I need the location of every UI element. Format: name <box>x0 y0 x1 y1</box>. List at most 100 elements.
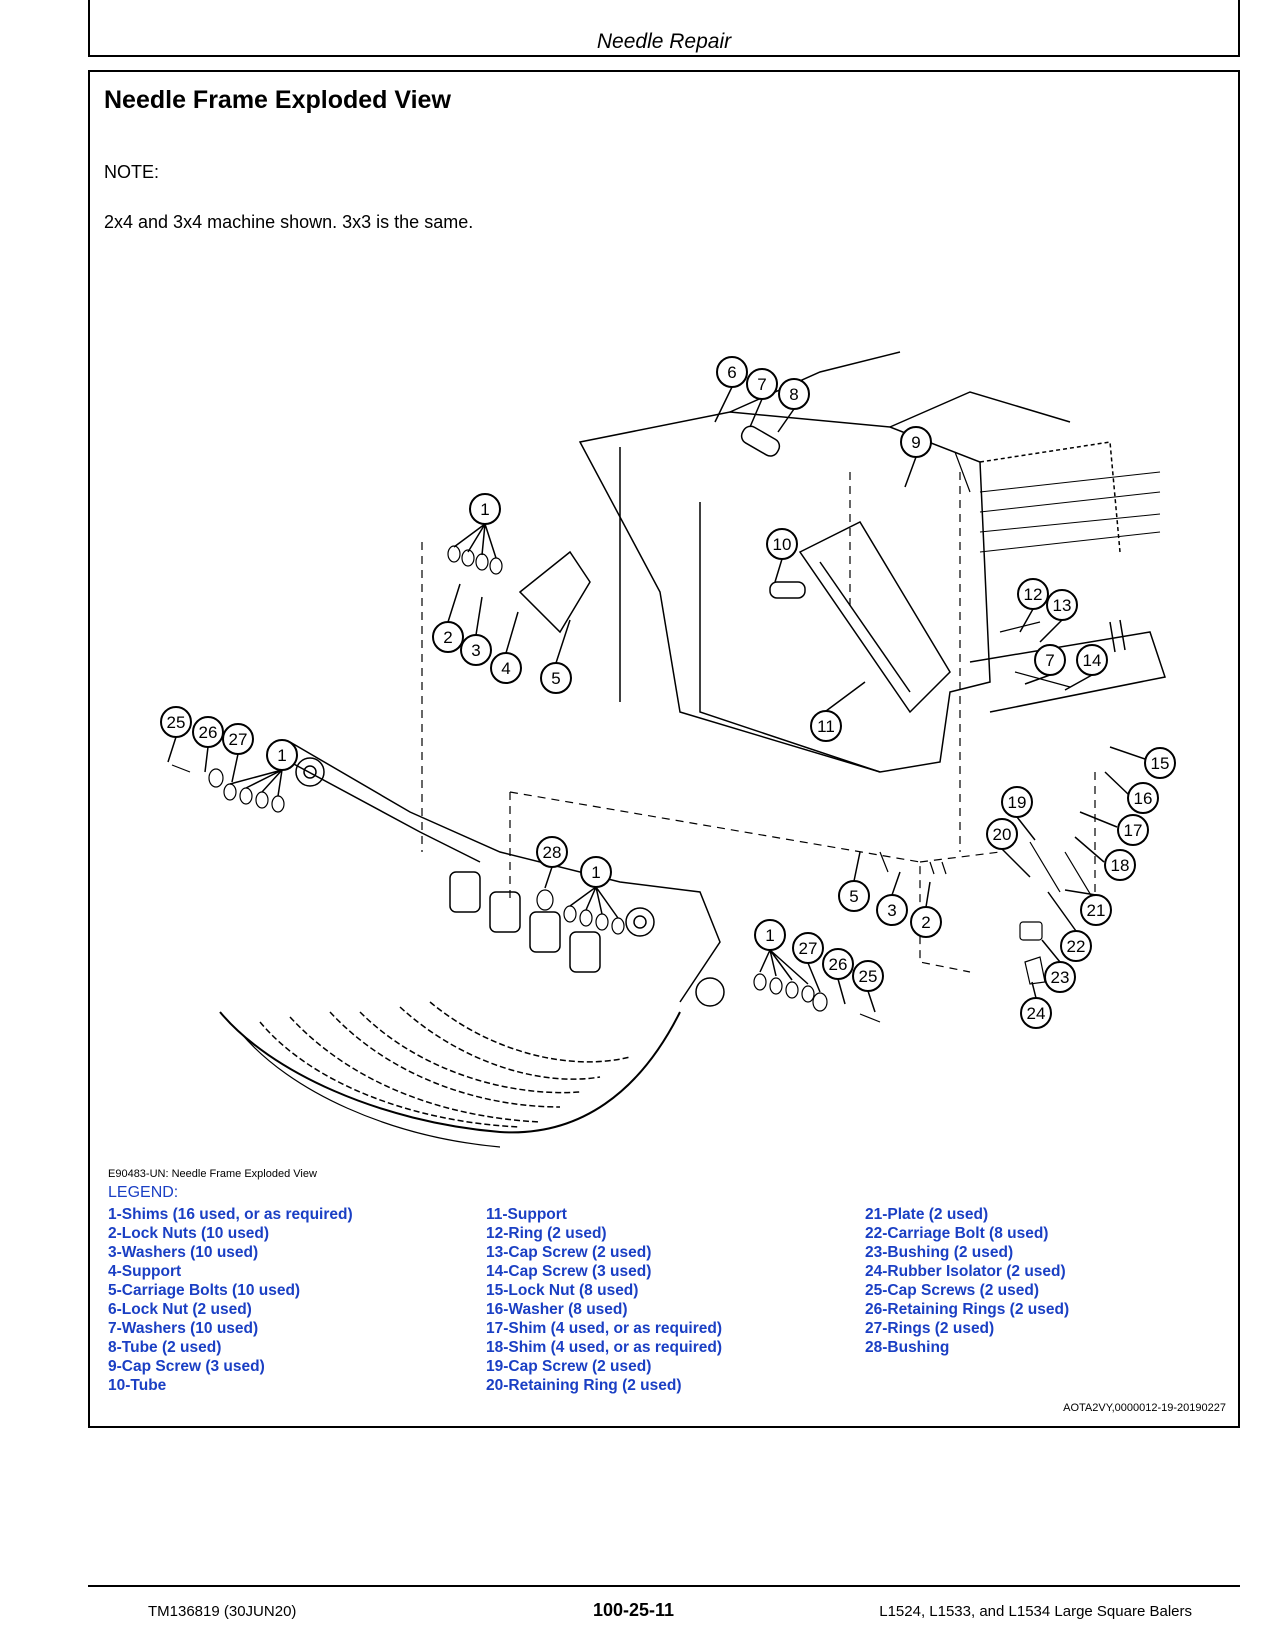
svg-text:17: 17 <box>1124 821 1143 840</box>
footer-doc-id: TM136819 (30JUN20) <box>148 1603 297 1620</box>
svg-text:22: 22 <box>1067 937 1086 956</box>
callout-19: 19 <box>1001 786 1033 818</box>
header-title: Needle Repair <box>596 30 732 53</box>
callout-27: 27 <box>222 723 254 755</box>
svg-text:9: 9 <box>911 433 920 452</box>
figure-caption: E90483-UN: Needle Frame Exploded View <box>108 1168 317 1180</box>
callout-22: 22 <box>1060 930 1092 962</box>
support-bracket <box>518 550 591 634</box>
svg-text:1: 1 <box>480 500 489 519</box>
legend-item: 19-Cap Screw (2 used) <box>486 1358 652 1375</box>
legend-item: 17-Shim (4 used, or as required) <box>486 1320 723 1337</box>
callout-16: 16 <box>1127 782 1159 814</box>
svg-text:27: 27 <box>799 939 818 958</box>
svg-text:24: 24 <box>1027 1004 1046 1023</box>
needle-shaft <box>289 741 721 1003</box>
legend-item: 23-Bushing (2 used) <box>865 1244 1014 1261</box>
callout-3: 3 <box>460 634 492 666</box>
svg-text:8: 8 <box>789 385 798 404</box>
legend-item: 12-Ring (2 used) <box>486 1225 607 1242</box>
callout-9: 9 <box>900 426 932 458</box>
svg-text:1: 1 <box>765 926 774 945</box>
note-label: NOTE: <box>104 162 160 182</box>
legend-item: 25-Cap Screws (2 used) <box>865 1282 1040 1299</box>
svg-text:3: 3 <box>887 901 896 920</box>
page-header: Needle Repair <box>88 0 1240 57</box>
legend-item: 9-Cap Screw (3 used) <box>108 1358 265 1375</box>
callout-1b: 1 <box>266 739 298 771</box>
legend-item: 21-Plate (2 used) <box>865 1206 989 1223</box>
legend-item: 20-Retaining Ring (2 used) <box>486 1377 682 1394</box>
legend-item: 27-Rings (2 used) <box>865 1320 995 1337</box>
svg-text:19: 19 <box>1008 793 1027 812</box>
legend-item: 18-Shim (4 used, or as required) <box>486 1339 723 1356</box>
callout-20: 20 <box>986 818 1018 850</box>
legend-item: 3-Washers (10 used) <box>108 1244 259 1261</box>
legend-item: 16-Washer (8 used) <box>486 1301 628 1318</box>
callout-18: 18 <box>1104 849 1136 881</box>
callout-26: 26 <box>192 716 224 748</box>
svg-text:26: 26 <box>199 723 218 742</box>
legend-item: 13-Cap Screw (2 used) <box>486 1244 652 1261</box>
svg-text:16: 16 <box>1134 789 1153 808</box>
callout-25: 25 <box>160 706 192 738</box>
callout-2: 2 <box>432 621 464 653</box>
footer-page-number: 100-25-11 <box>593 1600 675 1620</box>
svg-text:13: 13 <box>1053 596 1072 615</box>
svg-text:26: 26 <box>829 955 848 974</box>
callout-11: 11 <box>810 710 842 742</box>
svg-text:25: 25 <box>167 713 186 732</box>
callout-27b: 27 <box>792 932 824 964</box>
legend-item: 2-Lock Nuts (10 used) <box>108 1225 270 1242</box>
svg-text:15: 15 <box>1151 754 1170 773</box>
legend-item: 1-Shims (16 used, or as required) <box>108 1206 353 1223</box>
legend-column-3: 21-Plate (2 used) 22-Carriage Bolt (8 us… <box>865 1205 1069 1357</box>
svg-text:12: 12 <box>1024 585 1043 604</box>
callout-10: 10 <box>766 528 798 560</box>
callout-13: 13 <box>1046 589 1078 621</box>
callout-17: 17 <box>1117 814 1149 846</box>
svg-text:4: 4 <box>501 659 510 678</box>
callout-1: 1 <box>469 493 501 525</box>
svg-text:7: 7 <box>757 375 766 394</box>
legend-item: 5-Carriage Bolts (10 used) <box>108 1282 301 1299</box>
callout-5: 5 <box>540 662 572 694</box>
svg-text:1: 1 <box>591 863 600 882</box>
legend-item: 24-Rubber Isolator (2 used) <box>865 1263 1066 1280</box>
callout-14: 14 <box>1076 644 1108 676</box>
callout-8: 8 <box>778 378 810 410</box>
svg-text:20: 20 <box>993 825 1012 844</box>
callout-26b: 26 <box>822 948 854 980</box>
callout-25b: 25 <box>852 960 884 992</box>
legend-item: 11-Support <box>486 1206 567 1223</box>
svg-text:1: 1 <box>277 746 286 765</box>
callout-1c: 1 <box>580 856 612 888</box>
callout-7: 7 <box>746 368 778 400</box>
legend-item: 4-Support <box>108 1263 182 1280</box>
legend-item: 26-Retaining Rings (2 used) <box>865 1301 1070 1318</box>
svg-text:3: 3 <box>471 641 480 660</box>
exploded-view-diagram: 6 7 8 9 1 10 12 13 2 3 4 5 7 14 11 25 26… <box>160 351 1176 1148</box>
footer-product: L1524, L1533, and L1534 Large Square Bal… <box>879 1603 1192 1620</box>
legend-column-2: 11-Support 12-Ring (2 used) 13-Cap Screw… <box>486 1205 722 1395</box>
svg-text:27: 27 <box>229 730 248 749</box>
legend-item: 6-Lock Nut (2 used) <box>108 1301 252 1318</box>
content-frame: Needle Frame Exploded View NOTE: 2x4 and… <box>88 70 1240 1428</box>
needle-frame-housing <box>578 411 991 773</box>
footer-rule <box>88 1585 1240 1587</box>
callout-28: 28 <box>536 836 568 868</box>
legend-item: 15-Lock Nut (8 used) <box>486 1282 639 1299</box>
callout-6: 6 <box>716 356 748 388</box>
callout-4: 4 <box>490 652 522 684</box>
callout-21: 21 <box>1080 894 1112 926</box>
legend-item: 8-Tube (2 used) <box>108 1339 222 1356</box>
callout-5b: 5 <box>838 880 870 912</box>
legend-title: LEGEND: <box>108 1184 179 1201</box>
callout-1d: 1 <box>754 919 786 951</box>
svg-text:21: 21 <box>1087 901 1106 920</box>
svg-text:28: 28 <box>543 843 562 862</box>
svg-text:14: 14 <box>1083 651 1102 670</box>
reference-code: AOTA2VY,0000012-19-20190227 <box>1063 1402 1226 1414</box>
legend-item: 7-Washers (10 used) <box>108 1320 259 1337</box>
svg-text:2: 2 <box>443 628 452 647</box>
